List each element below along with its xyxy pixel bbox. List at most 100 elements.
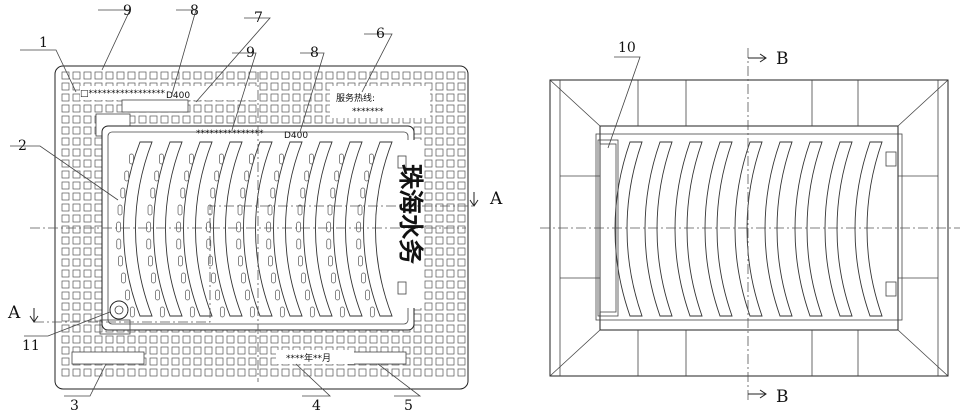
grate-bar xyxy=(333,141,363,317)
slot xyxy=(206,238,212,250)
grid-square xyxy=(391,368,400,377)
grid-square xyxy=(270,104,279,113)
grid-square xyxy=(446,104,455,113)
grid-square xyxy=(259,115,268,124)
grid-square xyxy=(325,115,334,124)
grid-square xyxy=(457,71,466,80)
grid-square xyxy=(402,71,411,80)
slot xyxy=(117,204,123,216)
edge-notch xyxy=(885,281,897,297)
grid-square xyxy=(424,71,433,80)
grid-square xyxy=(314,93,323,102)
grid-square xyxy=(435,280,444,289)
grid-square xyxy=(259,82,268,91)
grid-square xyxy=(457,181,466,190)
grid-square xyxy=(402,335,411,344)
grid-square xyxy=(457,335,466,344)
lifting-hole xyxy=(109,300,129,320)
grid-square xyxy=(259,71,268,80)
grid-square xyxy=(435,71,444,80)
slot xyxy=(327,204,333,216)
grid-square xyxy=(72,159,81,168)
slot xyxy=(159,153,164,165)
grid-square xyxy=(94,71,103,80)
grid-square xyxy=(160,346,169,355)
grid-square xyxy=(127,368,136,377)
grate-bar xyxy=(674,141,703,317)
grid-square xyxy=(226,346,235,355)
callout-10: 10 xyxy=(618,40,636,56)
grid-square xyxy=(457,280,466,289)
wavy-bars-right xyxy=(614,141,883,317)
grid-square xyxy=(457,170,466,179)
grid-square xyxy=(281,104,290,113)
grid-square xyxy=(160,115,169,124)
slot xyxy=(369,153,374,165)
grid-square xyxy=(61,181,70,190)
grid-square xyxy=(193,335,202,344)
grid-square xyxy=(446,346,455,355)
grid-square xyxy=(402,368,411,377)
grid-square xyxy=(105,335,114,344)
grid-square xyxy=(215,335,224,344)
grate-body xyxy=(595,133,903,321)
arrow-head xyxy=(759,389,767,399)
grid-square xyxy=(226,368,235,377)
grid-square xyxy=(424,236,433,245)
slot xyxy=(356,238,362,250)
grid-square xyxy=(457,291,466,300)
grid-square xyxy=(204,71,213,80)
grid-square xyxy=(435,159,444,168)
grid-square xyxy=(424,280,433,289)
grid-square xyxy=(226,104,235,113)
grate-bar xyxy=(854,141,883,317)
slot xyxy=(146,221,151,233)
slot xyxy=(297,204,303,216)
grid-square xyxy=(457,258,466,267)
grid-square xyxy=(281,93,290,102)
grid-square xyxy=(94,203,103,212)
slot xyxy=(301,272,306,284)
grid-square xyxy=(281,335,290,344)
grid-square xyxy=(61,368,70,377)
grid-square xyxy=(83,71,92,80)
grid-square xyxy=(303,82,312,91)
grid-square xyxy=(83,324,92,333)
grid-square xyxy=(435,368,444,377)
grid-square xyxy=(94,192,103,201)
grid-square xyxy=(94,159,103,168)
grid-square xyxy=(413,368,422,377)
grid-square xyxy=(270,115,279,124)
hotline-area xyxy=(330,86,430,118)
grid-square xyxy=(325,71,334,80)
slot xyxy=(361,272,366,284)
grid-square xyxy=(270,93,279,102)
grid-square xyxy=(435,247,444,256)
slot xyxy=(275,289,280,301)
grid-square xyxy=(292,93,301,102)
grid-square xyxy=(314,368,323,377)
grid-square xyxy=(259,104,268,113)
grid-square xyxy=(457,115,466,124)
grid-square xyxy=(248,335,257,344)
grid-square xyxy=(61,126,70,135)
slot xyxy=(189,153,194,165)
grid-square xyxy=(457,346,466,355)
grid-square xyxy=(83,115,92,124)
slot xyxy=(176,238,182,250)
slot xyxy=(176,221,181,233)
grid-square xyxy=(237,368,246,377)
grid-square xyxy=(215,346,224,355)
serial-number-mid: *************** xyxy=(196,129,264,139)
grid-square xyxy=(314,82,323,91)
grid-square xyxy=(204,346,213,355)
grid-square xyxy=(83,104,92,113)
grid-square xyxy=(72,368,81,377)
slot xyxy=(309,153,314,165)
slot xyxy=(185,289,190,301)
callout-3: 3 xyxy=(70,398,79,414)
grid-square xyxy=(193,115,202,124)
grid-square xyxy=(303,93,312,102)
grid-square xyxy=(446,181,455,190)
grid-square xyxy=(435,104,444,113)
